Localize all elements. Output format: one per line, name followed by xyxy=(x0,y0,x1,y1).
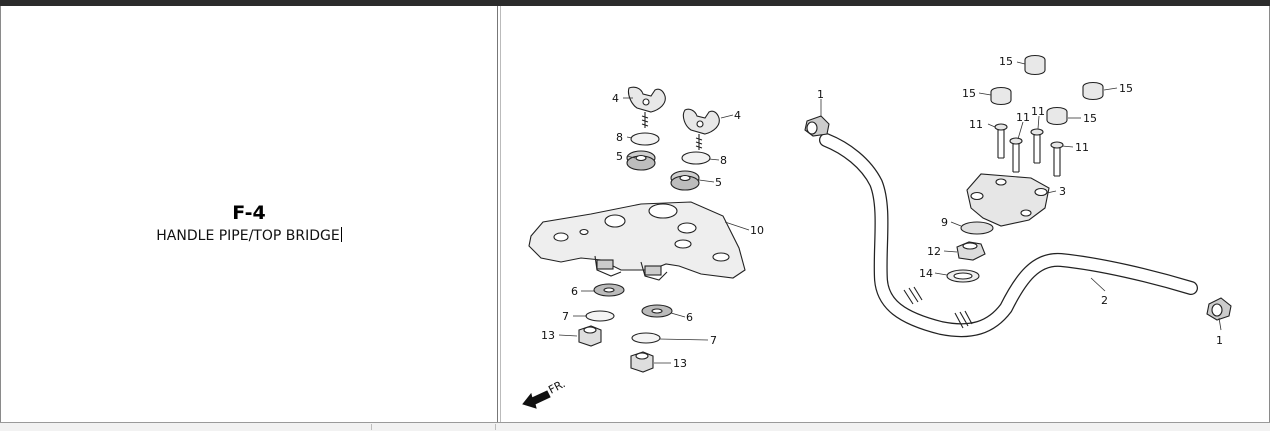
section-info-cell: F-4 HANDLE PIPE/TOP BRIDGE xyxy=(1,6,497,422)
callout-14: 14 xyxy=(919,267,933,280)
callout-4-left: 4 xyxy=(612,92,619,105)
callout-2: 2 xyxy=(1101,294,1108,307)
callout-15-top: 15 xyxy=(999,55,1013,68)
callout-6-right: 6 xyxy=(686,311,693,324)
washer-part xyxy=(681,151,711,165)
parts-diagram-svg: 1 1 2 3 4 4 5 5 6 6 7 7 8 8 9 10 11 11 1… xyxy=(522,54,1232,409)
callout-3: 3 xyxy=(1059,185,1066,198)
callout-5-lower: 5 xyxy=(715,176,722,189)
handle-pipe-part xyxy=(819,133,1198,338)
callout-12: 12 xyxy=(927,245,941,258)
washer-part xyxy=(630,132,660,146)
callout-1-left: 1 xyxy=(817,88,824,101)
section-title-text: HANDLE PIPE/TOP BRIDGE xyxy=(156,228,340,244)
upper-holder-part xyxy=(966,173,1050,227)
rubber-bush-part xyxy=(626,150,700,191)
top-bridge-part xyxy=(528,201,746,281)
bolt-part xyxy=(994,123,1064,177)
callout-5-upper: 5 xyxy=(616,150,623,163)
washer-part xyxy=(631,332,661,344)
callout-11-c: 11 xyxy=(1031,105,1045,118)
callout-11-a: 11 xyxy=(969,118,983,131)
section-title[interactable]: HANDLE PIPE/TOP BRIDGE xyxy=(1,227,497,244)
section-code: F-4 xyxy=(232,202,266,224)
callout-11-d: 11 xyxy=(1075,141,1089,154)
bottom-tick xyxy=(495,424,496,430)
washer-part xyxy=(585,310,615,322)
callout-10: 10 xyxy=(750,224,764,237)
nut-part xyxy=(578,325,654,373)
callout-1-right: 1 xyxy=(1216,334,1223,347)
front-direction-label: FR. xyxy=(546,377,567,396)
seal-part xyxy=(960,221,994,235)
callout-labels: 1 1 2 3 4 4 5 5 6 6 7 7 8 8 9 10 11 11 1… xyxy=(541,55,1223,370)
callout-9: 9 xyxy=(941,216,948,229)
callout-15-right: 15 xyxy=(1119,82,1133,95)
callout-7-left: 7 xyxy=(562,310,569,323)
callout-15-mid: 15 xyxy=(1083,112,1097,125)
top-border xyxy=(0,0,1270,6)
front-direction-arrow-icon: FR. xyxy=(522,377,567,409)
exploded-parts-diagram: 1 1 2 3 4 4 5 5 6 6 7 7 8 8 9 10 11 11 1… xyxy=(501,8,1267,422)
callout-13-right: 13 xyxy=(673,357,687,370)
cell-divider-inner xyxy=(500,6,501,422)
callout-6-left: 6 xyxy=(571,285,578,298)
callout-13-left: 13 xyxy=(541,329,555,342)
cell-divider xyxy=(497,6,498,422)
callout-8-upper: 8 xyxy=(616,131,623,144)
handle-holder-part xyxy=(627,86,720,150)
callout-15-left: 15 xyxy=(962,87,976,100)
callout-11-b: 11 xyxy=(1016,111,1030,124)
callout-8-lower: 8 xyxy=(720,154,727,167)
callout-7-right: 7 xyxy=(710,334,717,347)
cap-part xyxy=(990,54,1104,126)
text-cursor xyxy=(340,227,342,242)
bottom-tick xyxy=(371,424,372,430)
leader-lines xyxy=(558,61,1222,364)
end-weight-part xyxy=(804,115,1232,321)
callout-4-right: 4 xyxy=(734,109,741,122)
bottom-border xyxy=(0,422,1270,431)
